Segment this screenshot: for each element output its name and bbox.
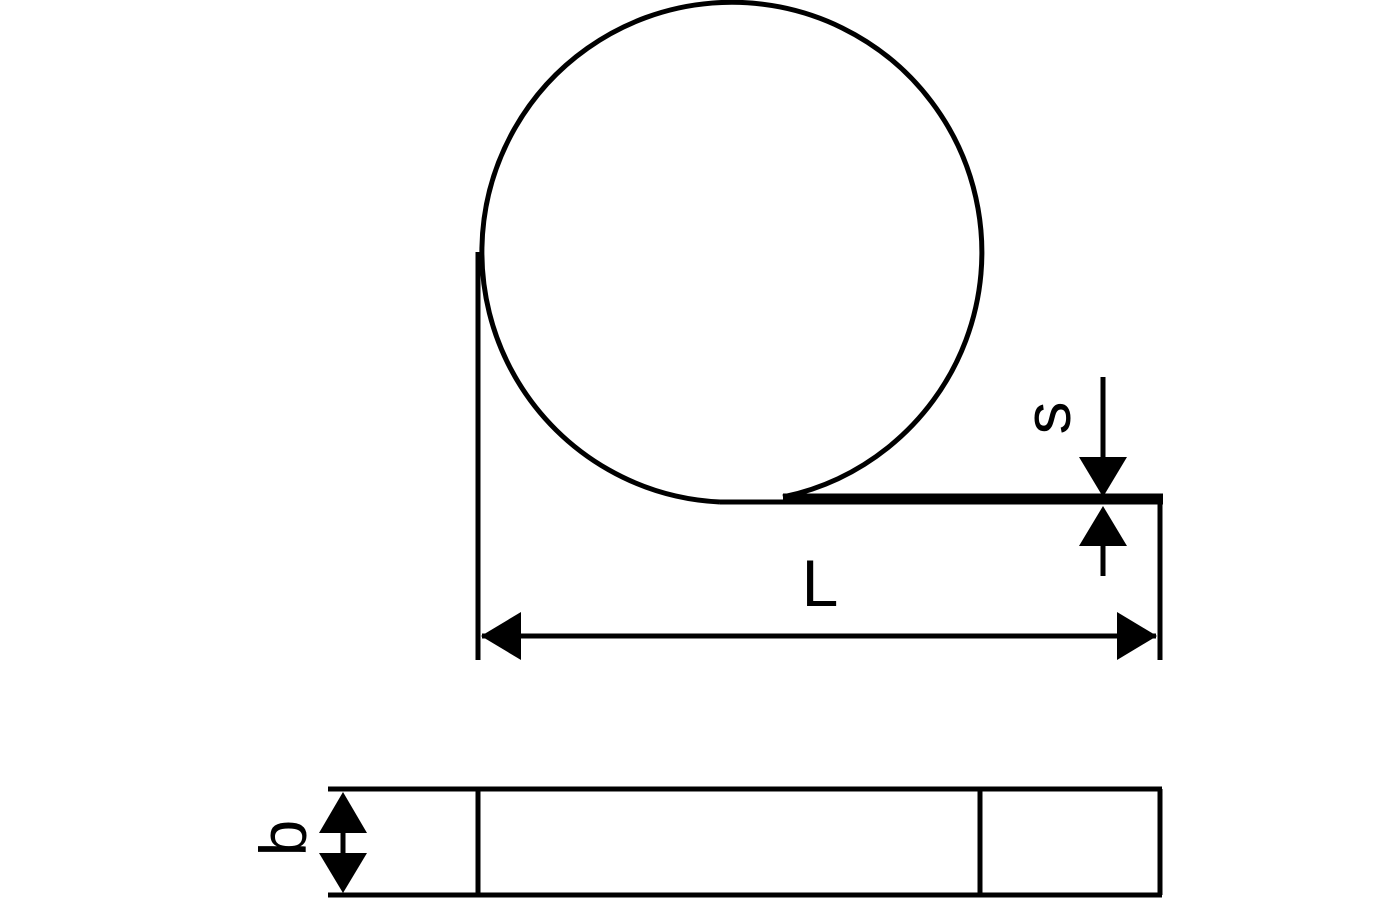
arrow-down-icon bbox=[319, 853, 367, 893]
arrow-left-icon bbox=[481, 612, 521, 660]
strip-side-view bbox=[328, 786, 1163, 898]
length-dimension: L bbox=[481, 546, 1157, 660]
coil-top-view bbox=[475, 0, 1163, 660]
arrow-right-icon bbox=[1117, 612, 1157, 660]
width-label: b bbox=[246, 820, 320, 857]
thickness-label: s bbox=[1010, 402, 1084, 435]
arrow-up-icon bbox=[1079, 506, 1127, 546]
thickness-dimension: s bbox=[1010, 377, 1127, 576]
length-label: L bbox=[802, 546, 839, 620]
width-dimension: b bbox=[246, 792, 367, 893]
coil-circle bbox=[479, 0, 985, 505]
arrow-up-icon bbox=[319, 792, 367, 833]
arrow-down-icon bbox=[1079, 457, 1127, 497]
